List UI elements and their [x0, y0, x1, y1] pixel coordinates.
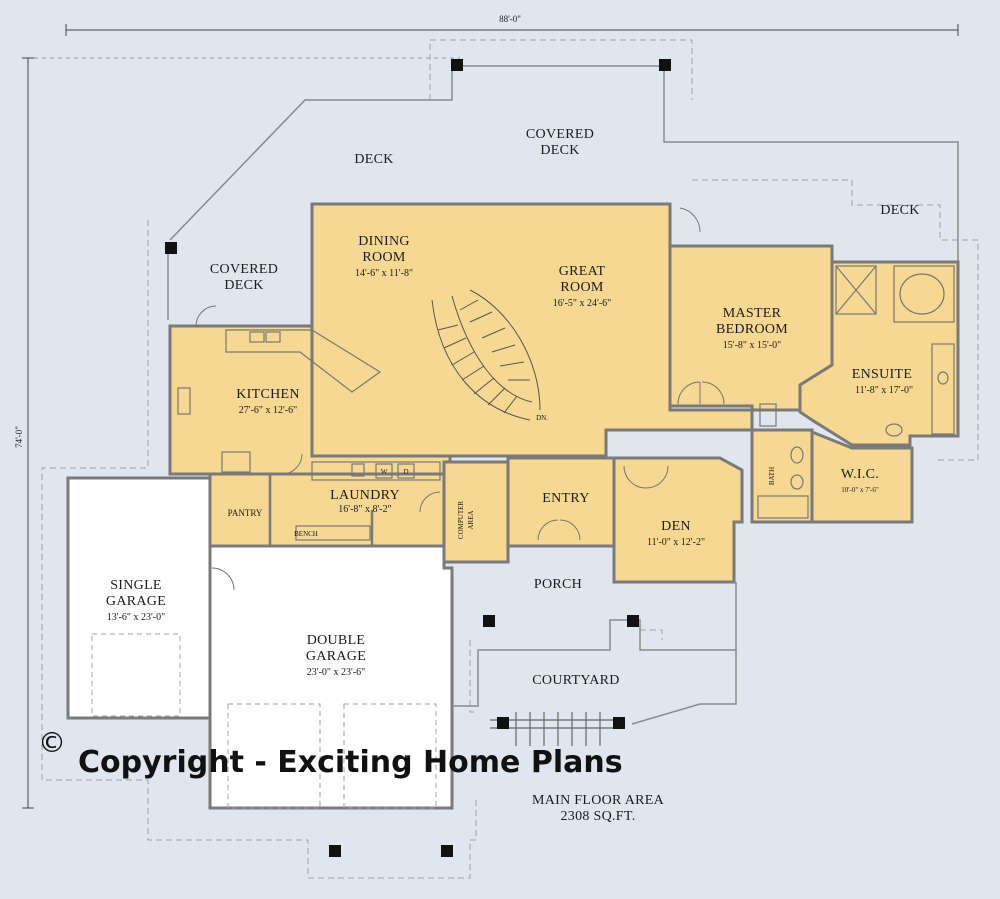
- master-bedroom-dim: 15'-8" x 15'-0": [723, 340, 781, 351]
- kitchen-dim: 27'-6" x 12'-6": [239, 405, 297, 416]
- copyright-symbol: ©: [38, 726, 66, 759]
- posts: [165, 59, 671, 857]
- dining-room-line2: ROOM: [362, 250, 405, 265]
- double-garage-line2: GARAGE: [306, 649, 366, 664]
- stairs-label: DN.: [536, 414, 548, 422]
- porch-outline: [452, 582, 737, 725]
- great-room-dim: 16'-5" x 24'-6": [553, 298, 611, 309]
- computer-area-line1: COMPUTER: [457, 501, 465, 539]
- den-dim: 11'-0" x 12'-2": [647, 537, 705, 548]
- den-label: DEN: [661, 519, 691, 534]
- ensuite-fixtures: [757, 265, 955, 519]
- deck-left-label: DECK: [354, 152, 393, 167]
- width-dimension: 88'-0": [499, 14, 521, 24]
- bench-label: BENCH: [294, 530, 318, 538]
- master-bedroom-line1: MASTER: [723, 306, 782, 321]
- ensuite-label: ENSUITE: [852, 367, 912, 382]
- doors: [195, 207, 725, 591]
- deck-right-label: DECK: [880, 203, 919, 218]
- deck-outline: [167, 65, 959, 320]
- laundry-label: LAUNDRY: [330, 488, 400, 503]
- garages: [66, 476, 454, 810]
- wic-dim: 10'-0" x 7'-6": [841, 486, 879, 494]
- kitchen-label: KITCHEN: [236, 387, 300, 402]
- courtyard-label: COURTYARD: [532, 673, 619, 688]
- covered-deck-top-line1: COVERED: [526, 127, 594, 142]
- copyright-watermark: © Copyright - Exciting Home Plans: [38, 726, 623, 780]
- porch-label: PORCH: [534, 577, 582, 592]
- great-room-line1: GREAT: [559, 264, 606, 279]
- dining-room-line1: DINING: [358, 234, 410, 249]
- laundry-dim: 16'-8" x 8'-2": [338, 504, 391, 515]
- depth-dimension: 74'-0": [14, 426, 24, 448]
- computer-area-line2: AREA: [467, 510, 475, 529]
- master-bedroom-line2: BEDROOM: [716, 322, 788, 337]
- single-garage-dim: 13'-6" x 23'-0": [107, 612, 165, 623]
- single-garage-line1: SINGLE: [110, 578, 162, 593]
- pantry-label: PANTRY: [228, 508, 263, 518]
- trellis: [490, 712, 616, 746]
- covered-deck-left-line1: COVERED: [210, 262, 278, 277]
- garage-door-outlines: [91, 633, 437, 809]
- kitchen-fixtures: [177, 329, 441, 541]
- bath-label: BATH: [768, 467, 776, 485]
- copyright-text: Copyright - Exciting Home Plans: [78, 745, 623, 780]
- covered-deck-top-line2: DECK: [540, 143, 579, 158]
- ensuite-dim: 11'-8" x 17'-0": [855, 385, 913, 396]
- double-garage-dim: 23'-0" x 23'-6": [307, 667, 365, 678]
- room-fills: [168, 202, 960, 584]
- single-garage-line2: GARAGE: [106, 594, 166, 609]
- staircase: [431, 289, 541, 421]
- wic-label: W.I.C.: [841, 467, 879, 482]
- great-room-line2: ROOM: [560, 280, 603, 295]
- entry-label: ENTRY: [542, 491, 589, 506]
- dining-room-dim: 14'-6" x 11'-8": [355, 268, 413, 279]
- floor-area-line2: 2308 SQ.FT.: [561, 809, 636, 824]
- floor-area-line1: MAIN FLOOR AREA: [532, 793, 665, 808]
- dimension-lines: [22, 24, 959, 809]
- dryer-label: D: [403, 468, 408, 476]
- washer-label: W: [381, 468, 388, 476]
- labels: DECK COVERED DECK DECK COVERED DECK DINI…: [106, 127, 919, 824]
- double-garage-line1: DOUBLE: [307, 633, 366, 648]
- roof-outline: [41, 39, 979, 879]
- covered-deck-left-line2: DECK: [224, 278, 263, 293]
